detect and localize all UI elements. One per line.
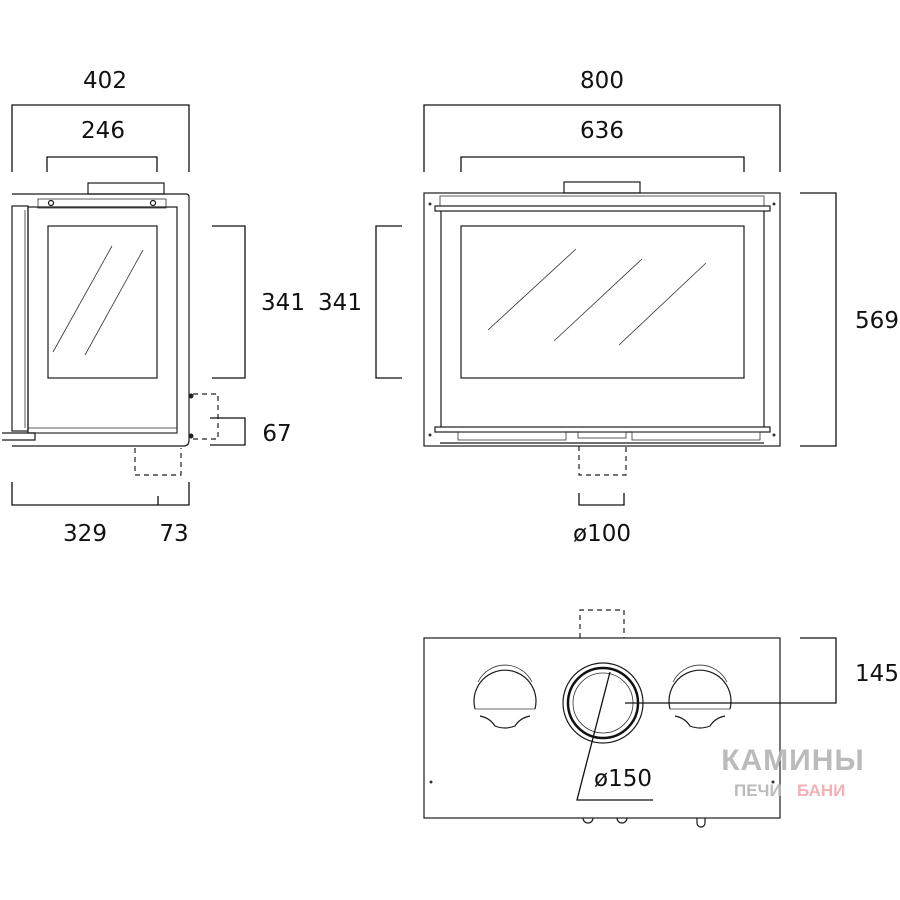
svg-text:БАНИ: БАНИ <box>797 781 845 800</box>
dimension-leader-150 <box>576 671 653 801</box>
dimension-line-800 <box>423 104 781 172</box>
air-inlet-right <box>668 664 732 729</box>
top-body <box>423 637 781 819</box>
side-body <box>2 182 194 447</box>
front-body <box>423 181 781 447</box>
dimension-label-73: 73 <box>159 521 188 547</box>
svg-text:КАМИНЫ: КАМИНЫ <box>721 744 865 777</box>
dimension-line-67 <box>210 417 246 446</box>
front-glass <box>460 225 745 379</box>
top-view: 145 ø150 <box>423 609 899 828</box>
dimension-line-100 <box>578 493 625 506</box>
side-view: 402 246 341 67 329 73 <box>2 68 305 547</box>
dimension-line-145 <box>625 637 837 704</box>
svg-text:ПЕЧИ: ПЕЧИ <box>734 781 782 800</box>
dimension-label-150: ø150 <box>594 766 652 792</box>
dimension-label-341-front: 341 <box>318 290 362 316</box>
dimension-label-246: 246 <box>81 118 125 144</box>
dimension-label-329: 329 <box>63 521 107 547</box>
dimension-label-100: ø100 <box>573 521 631 547</box>
dimension-line-402 <box>11 104 190 172</box>
dimension-line-341-front <box>375 225 402 379</box>
dimension-line-246 <box>46 156 158 172</box>
dimension-line-329-73 <box>11 482 190 506</box>
dimension-label-800: 800 <box>580 68 624 94</box>
dimension-label-145: 145 <box>855 661 899 687</box>
watermark-logo: КАМИНЫ ПЕЧИ БАНИ <box>721 744 865 800</box>
dimension-line-341-side <box>212 225 246 379</box>
dimension-label-402: 402 <box>83 68 127 94</box>
dimension-label-636: 636 <box>580 118 624 144</box>
side-outlet-dashed <box>193 393 219 440</box>
dimension-label-67: 67 <box>262 421 291 447</box>
side-glass <box>47 225 158 379</box>
dimension-label-341-side: 341 <box>261 290 305 316</box>
dimension-line-569 <box>800 192 837 447</box>
front-outlet-dashed <box>578 446 627 476</box>
side-bottom-outlet-dashed <box>134 448 182 476</box>
top-outlet-dashed <box>579 609 625 638</box>
dimension-label-569: 569 <box>855 308 899 334</box>
front-view: 800 636 341 569 ø100 <box>318 68 899 547</box>
dimension-line-636 <box>460 156 745 172</box>
air-inlet-left <box>473 664 537 729</box>
